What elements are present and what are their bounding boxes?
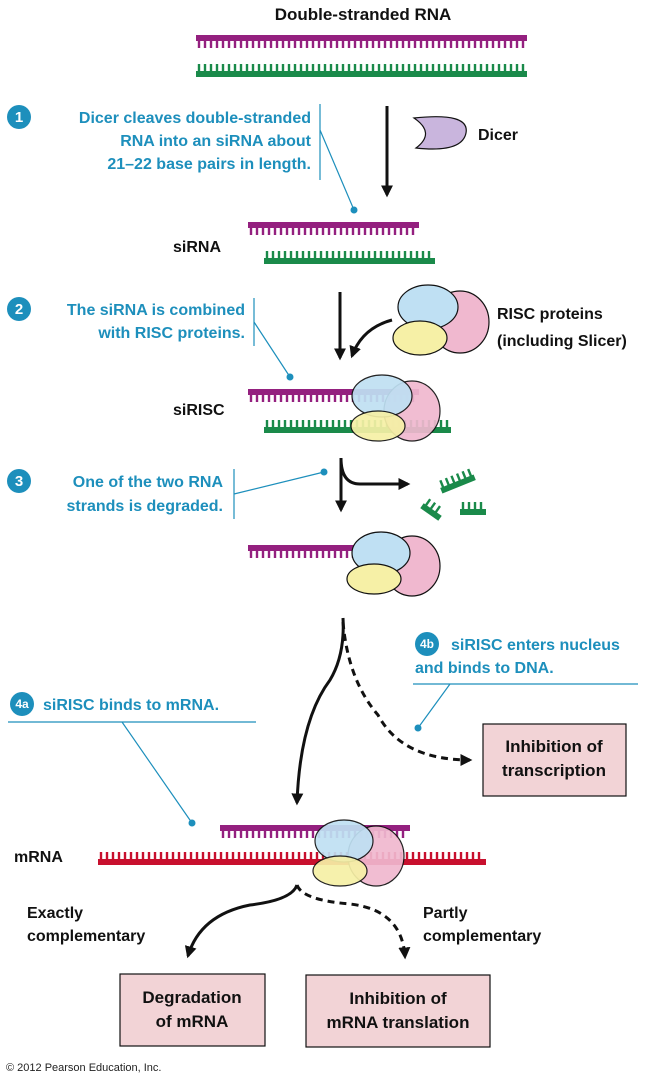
arrow-partly (295, 884, 411, 960)
mrna-protein-complex (312, 819, 405, 887)
step-4a: 4a siRISC binds to mRNA. (8, 692, 256, 827)
step-1-line-1: Dicer cleaves double-stranded (79, 110, 311, 127)
risc-label-line-1: RISC proteins (497, 306, 603, 323)
inhibition-of-translation-box: Inhibition of mRNA translation (305, 974, 491, 1048)
step-3-number: 3 (15, 473, 23, 490)
dsrna-bottom-strand (196, 64, 527, 77)
arrow-enters-nucleus (341, 621, 473, 766)
sirna-label: siRNA (173, 239, 221, 256)
copyright-notice: © 2012 Pearson Education, Inc. (6, 1062, 161, 1074)
step-4b-number: 4b (420, 637, 434, 651)
partly-label-line-1: Partly (423, 905, 468, 922)
step-2-line-1: The siRNA is combined (67, 302, 245, 319)
single-strand-protein-complex (346, 531, 441, 597)
step-4b-badge (415, 632, 439, 656)
inhibition-of-transcription-box: Inhibition of transcription (482, 723, 627, 797)
step-1-line-2: RNA into an siRNA about (120, 133, 311, 150)
step-4b: 4b siRISC enters nucleus and binds to DN… (413, 632, 638, 732)
dicer-label: Dicer (478, 127, 518, 144)
arrow-risc-join (349, 318, 393, 359)
mrna-strand (98, 852, 486, 865)
partly-label-line-2: complementary (423, 928, 541, 945)
step-1-badge (7, 105, 31, 129)
sirna-bottom-strand (264, 251, 435, 264)
risc-label-line-2: (including Slicer) (497, 333, 627, 350)
translation-box-line-1: Inhibition of (349, 989, 447, 1008)
arrow-degrade-branch (339, 457, 411, 490)
transcription-box-line-2: transcription (502, 761, 606, 780)
step-2: 2 The siRNA is combined with RISC protei… (7, 297, 294, 381)
transcription-box-line-1: Inhibition of (505, 737, 603, 756)
fragment-2-piece (420, 498, 442, 521)
step-4a-number: 4a (15, 697, 29, 711)
step-2-line-2: with RISC proteins. (97, 325, 245, 342)
step-4b-line-1: siRISC enters nucleus (451, 637, 620, 654)
step-3-badge (7, 469, 31, 493)
step-3: 3 One of the two RNA strands is degraded… (7, 468, 328, 519)
degradation-box-line-2: of mRNA (156, 1012, 229, 1031)
fragment-1-piece (439, 468, 476, 494)
step-1: 1 Dicer cleaves double-stranded RNA into… (7, 104, 358, 214)
step-4b-line-2: and binds to DNA. (415, 660, 554, 677)
fragment-3-piece (460, 502, 486, 515)
fragment-3 (460, 502, 486, 515)
sirisc-label: siRISC (173, 402, 225, 419)
step-3-line-1: One of the two RNA (73, 474, 224, 491)
sirna-top-strand (248, 222, 419, 235)
arrow-exact (184, 884, 299, 959)
degraded-strand-fragments (420, 468, 486, 521)
risc-proteins-free (392, 284, 490, 356)
step-3-line-2: strands is degraded. (67, 498, 224, 515)
step-2-number: 2 (15, 301, 23, 318)
diagram-title: Double-stranded RNA (275, 5, 452, 24)
dsrna-top-strand (196, 35, 527, 48)
step-2-badge (7, 297, 31, 321)
sirisc-protein-complex (350, 374, 441, 442)
degradation-of-mrna-box: Degradation of mRNA (119, 973, 266, 1047)
dicer-protein (412, 116, 467, 150)
step-1-number: 1 (15, 109, 23, 126)
step-4a-badge (10, 692, 34, 716)
translation-box-line-2: mRNA translation (327, 1013, 470, 1032)
step-1-line-3: 21–22 base pairs in length. (107, 156, 311, 173)
exact-label-line-1: Exactly (27, 905, 83, 922)
arrow-binds-mrna (291, 617, 345, 806)
step-4a-line-1: siRISC binds to mRNA. (43, 697, 219, 714)
exact-label-line-2: complementary (27, 928, 145, 945)
fragment-1 (439, 468, 476, 494)
degradation-box-line-1: Degradation (142, 988, 241, 1007)
mrna-label: mRNA (14, 849, 63, 866)
fragment-2 (420, 498, 442, 521)
